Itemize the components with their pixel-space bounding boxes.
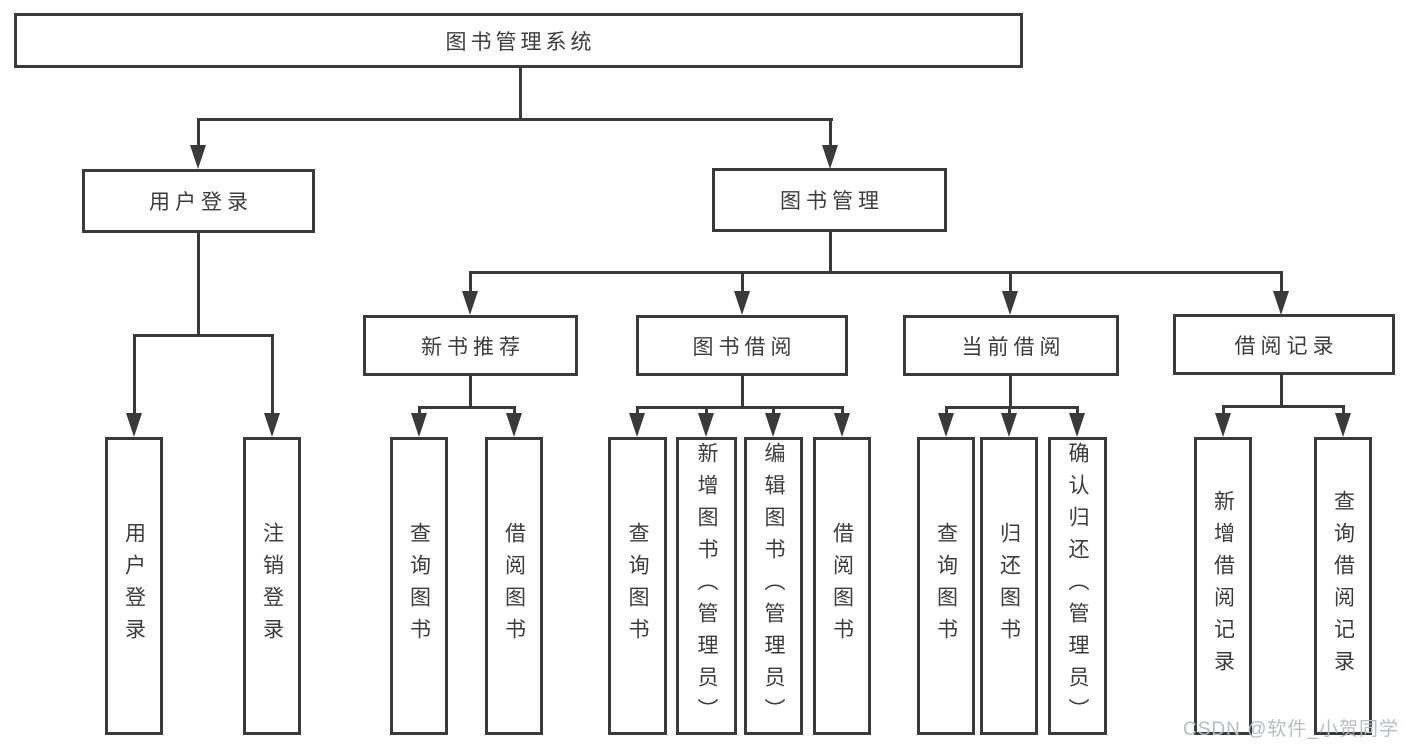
arrowhead-bb-query — [629, 413, 645, 437]
edge-recommend-bar — [418, 406, 516, 409]
csdn-watermark: CSDN @软件_小贺同学 — [1183, 719, 1399, 740]
edge-drop-br-add — [1222, 405, 1225, 416]
edge-drop-rec-query — [418, 406, 421, 416]
arrowhead-cb-return — [1001, 413, 1017, 437]
leaf-logout: 注销登录 — [243, 437, 301, 735]
leaf-recommend-borrow-books-label: 借阅图书 — [502, 522, 526, 650]
arrowhead-cb-confirm — [1069, 413, 1085, 437]
node-current-borrowing: 当前借阅 — [903, 315, 1119, 376]
leaf-add-book-admin: 新增图书（管理员） — [676, 437, 737, 735]
edge-drop-bb-borrow — [841, 406, 844, 416]
edge-drop-br-query — [1342, 405, 1345, 416]
edge-drop-cb-confirm — [1076, 406, 1079, 416]
arrowhead-borrowing-records — [1273, 291, 1289, 315]
leaf-edit-book-admin: 编辑图书（管理员） — [744, 437, 803, 735]
arrowhead-rec-query — [411, 413, 427, 437]
node-new-book-recommend: 新书推荐 — [363, 315, 578, 376]
arrowhead-br-add — [1215, 413, 1231, 437]
edge-drop-leaf-logout — [271, 334, 274, 416]
arrowhead-user-login — [190, 145, 206, 169]
arrowhead-cb-query — [938, 413, 954, 437]
edge-drop-borrowing-records — [1280, 271, 1283, 293]
edge-borrowing-stem — [741, 376, 744, 408]
leaf-borrowing-query-books-label: 查询图书 — [626, 522, 649, 650]
arrowhead-new-book-recommend — [462, 291, 478, 315]
edge-records-stem — [1280, 375, 1283, 408]
leaf-return-books-label: 归还图书 — [997, 522, 1021, 650]
leaf-recommend-borrow-books: 借阅图书 — [485, 437, 543, 735]
edge-drop-current-borrowing — [1009, 271, 1012, 293]
arrowhead-leaf-user-login — [126, 413, 142, 437]
edge-drop-book-management — [829, 118, 832, 148]
leaf-confirm-return-admin-label: 确认归还（管理员） — [1066, 442, 1089, 730]
arrowhead-bb-add — [698, 413, 714, 437]
leaf-recommend-query-books: 查询图书 — [390, 437, 448, 735]
edge-user-login-stem — [197, 233, 200, 336]
leaf-query-borrow-record: 查询借阅记录 — [1314, 437, 1372, 735]
leaf-current-query-books-label: 查询图书 — [934, 522, 958, 650]
arrowhead-book-borrowing — [734, 291, 750, 315]
leaf-query-borrow-record-label: 查询借阅记录 — [1331, 490, 1355, 682]
arrowhead-bb-borrow — [834, 413, 850, 437]
edge-user-login-bar — [133, 334, 274, 337]
leaf-add-book-admin-label: 新增图书（管理员） — [695, 442, 718, 730]
leaf-add-borrow-record: 新增借阅记录 — [1194, 437, 1252, 735]
arrowhead-current-borrowing — [1002, 291, 1018, 315]
node-user-login: 用户登录 — [82, 169, 315, 233]
edge-level2-bar — [197, 118, 833, 121]
leaf-add-borrow-record-label: 新增借阅记录 — [1211, 490, 1235, 682]
edge-recommend-stem — [469, 376, 472, 408]
leaf-user-login-label: 用户登录 — [122, 522, 146, 650]
edge-drop-bb-add — [705, 406, 708, 416]
arrowhead-rec-borrow — [506, 413, 522, 437]
node-library-management-system: 图书管理系统 — [14, 13, 1023, 68]
leaf-recommend-query-books-label: 查询图书 — [407, 522, 431, 650]
leaf-borrowing-borrow-books-label: 借阅图书 — [830, 522, 854, 650]
edge-drop-leaf-user-login — [133, 334, 136, 416]
edge-book-management-stem — [829, 232, 832, 273]
node-book-management: 图书管理 — [712, 168, 947, 232]
edge-drop-cb-return — [1008, 406, 1011, 416]
arrowhead-bb-edit — [765, 413, 781, 437]
arrowhead-book-management — [822, 145, 838, 169]
edge-level3-bar — [469, 271, 1283, 274]
edge-drop-bb-query — [636, 406, 639, 416]
leaf-borrowing-borrow-books: 借阅图书 — [813, 437, 871, 735]
node-borrowing-records: 借阅记录 — [1173, 314, 1395, 375]
arrowhead-leaf-logout — [264, 413, 280, 437]
edge-drop-user-login — [197, 118, 200, 148]
leaf-user-login: 用户登录 — [105, 437, 163, 735]
arrowhead-br-query — [1335, 413, 1351, 437]
leaf-return-books: 归还图书 — [980, 437, 1038, 735]
edge-root-stem — [519, 68, 522, 121]
leaf-confirm-return-admin: 确认归还（管理员） — [1048, 437, 1107, 735]
leaf-logout-label: 注销登录 — [260, 522, 284, 650]
edge-borrowing-bar — [636, 406, 844, 409]
edge-drop-new-book-recommend — [469, 271, 472, 293]
edge-drop-rec-borrow — [513, 406, 516, 416]
edge-drop-cb-query — [945, 406, 948, 416]
edge-current-stem — [1009, 376, 1012, 408]
edge-records-bar — [1222, 405, 1345, 408]
edge-current-bar — [945, 406, 1079, 409]
leaf-current-query-books: 查询图书 — [917, 437, 975, 735]
node-book-borrowing: 图书借阅 — [636, 315, 848, 376]
leaf-borrowing-query-books: 查询图书 — [608, 437, 667, 735]
edge-drop-book-borrowing — [741, 271, 744, 293]
edge-drop-bb-edit — [772, 406, 775, 416]
leaf-edit-book-admin-label: 编辑图书（管理员） — [762, 442, 785, 730]
